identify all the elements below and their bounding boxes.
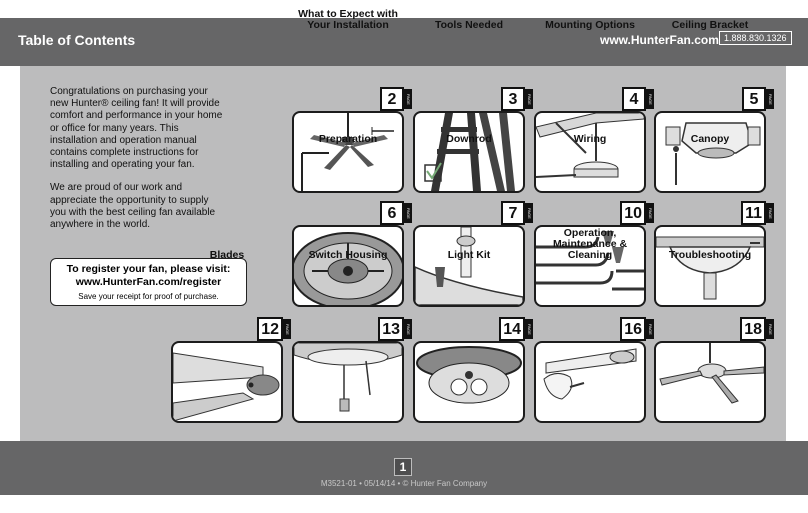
page-number-badge: 14 [499,317,525,341]
switch-housing-icon [292,341,404,423]
phone-number: 1.888.830.1326 [719,31,792,45]
blade-icon [171,341,283,423]
page-tag: PAGE [766,203,774,223]
page-tag: PAGE [525,203,533,223]
toc-item-label: Mounting Options [545,19,635,31]
page-tag: PAGE [646,203,654,223]
intro-text: Congratulations on purchasing your new H… [50,86,225,242]
toc-item-label: Light Kit [447,249,491,261]
page-number-badge: 5 [742,87,766,111]
website-link[interactable]: www.HunterFan.com [600,33,719,47]
register-url[interactable]: www.HunterFan.com/register [75,276,222,288]
page-number-badge: 7 [501,201,525,225]
toc-item-label: Ceiling Bracket [671,19,749,31]
page-tag: PAGE [404,319,412,339]
page-tag: PAGE [525,319,533,339]
register-prompt: To register your fan, please visit: [66,263,231,275]
page-number-badge: 12 [257,317,283,341]
toc-item-label: Tools Needed [434,19,504,31]
cleaning-icon [534,341,646,423]
page-tag: PAGE [404,89,412,109]
page-tag: PAGE [525,89,533,109]
header-bar: Table of Contents www.HunterFan.com 1.88… [0,18,808,66]
bracket-icon [654,111,766,193]
intro-paragraph-1: Congratulations on purchasing your new H… [50,86,223,171]
wires-icon [534,225,646,307]
page-tag: PAGE [766,319,774,339]
page-tag: PAGE [283,319,291,339]
toc-item-label: Switch Housing [308,249,388,261]
toc-item-label: Wiring [573,133,607,145]
page-number-badge: 3 [501,87,525,111]
canopy-icon [654,225,766,307]
page-number-badge: 2 [380,87,404,111]
toc-item-label: Canopy [690,133,730,145]
footer-text: M3521-01 • 05/14/14 • © Hunter Fan Compa… [320,479,488,488]
page-tag: PAGE [646,89,654,109]
page-number-badge: 4 [622,87,646,111]
intro-paragraph-2: We are proud of our work and appreciate … [50,182,216,231]
page-number-badge: 11 [741,201,766,225]
page-title: Table of Contents [18,32,136,48]
toc-item-label: Downrod [446,133,492,145]
question-icon [654,341,766,423]
fan-overview-icon [292,111,404,193]
page-number-badge: 6 [380,201,404,225]
receipt-note: Save your receipt for proof of purchase. [78,292,219,301]
page-number-badge: 13 [378,317,404,341]
toc-item-label: Preparation [318,133,378,145]
page-number-badge: 18 [740,317,766,341]
motor-icon [292,225,404,307]
downrod-icon [413,225,525,307]
toc-item-label: Operation, Maintenance & Cleaning [552,227,628,261]
ladder-icon [413,111,525,193]
light-kit-icon [413,341,525,423]
toc-item-label: What to Expect with Your Installation [298,8,398,31]
page-tag: PAGE [646,319,654,339]
page-number-badge: 16 [620,317,646,341]
page-tag: PAGE [404,203,412,223]
toc-item-label: Blades [209,249,245,261]
toc-item-label: Troubleshooting [668,249,752,261]
mounting-icon [534,111,646,193]
page-tag: PAGE [766,89,774,109]
page-number-badge: 10 [620,201,646,225]
page-number: 1 [394,458,412,476]
register-box: To register your fan, please visit: www.… [50,258,247,306]
